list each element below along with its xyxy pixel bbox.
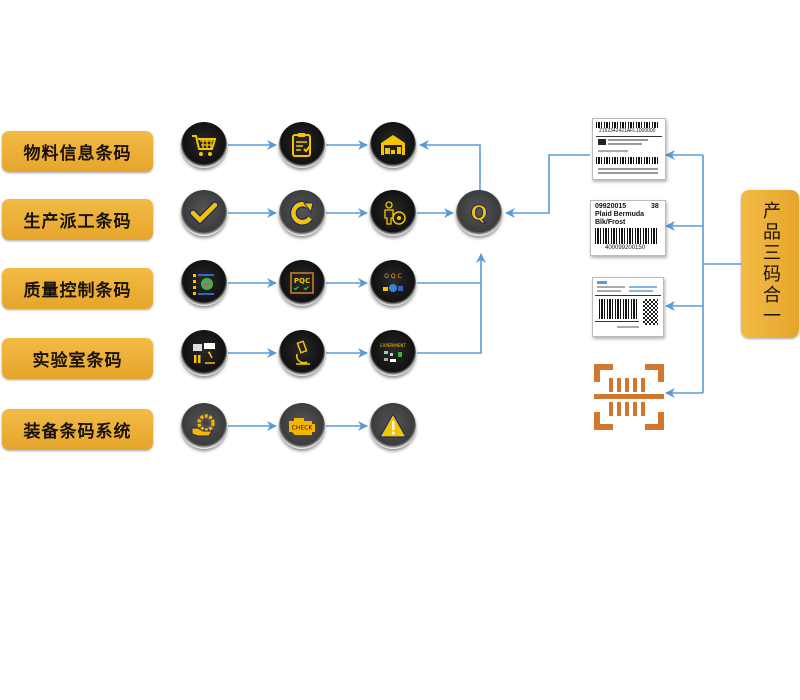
product-label-1[interactable]: 2152342421AFL1000000: [592, 118, 666, 180]
product-three-code-button[interactable]: 产品三码合一: [741, 190, 799, 338]
refresh-node[interactable]: [279, 190, 325, 236]
checklist-icon: [193, 274, 214, 295]
category-label: 物料信息条码: [23, 144, 132, 164]
refresh-icon: [289, 200, 314, 226]
divider: [595, 295, 661, 296]
barcode-scan-icon[interactable]: [594, 362, 664, 432]
brand-logo: [598, 139, 606, 145]
microscope-node[interactable]: [279, 330, 325, 376]
category-button-equipment[interactable]: 装备条码系统: [2, 409, 153, 450]
product-label-3[interactable]: [592, 277, 664, 337]
clipboard-check-icon: [292, 133, 311, 157]
warehouse-icon: [381, 135, 405, 155]
text-line: [608, 139, 648, 141]
label2-size: 38: [651, 203, 659, 210]
quality-q-icon: Q: [470, 201, 488, 226]
barcode: [596, 157, 660, 164]
label2-barcode-number: 400099200150: [605, 245, 646, 251]
check-engine-icon: CHECK: [289, 418, 315, 435]
category-label: 质量控制条码: [23, 281, 132, 301]
clipboard-node[interactable]: [279, 122, 325, 168]
label1-code: 2152342421AFL1000000: [599, 128, 656, 134]
svg-text:Q: Q: [470, 201, 487, 225]
qr-code: [643, 299, 658, 325]
microscope-icon: [295, 340, 310, 365]
worker-node[interactable]: [370, 190, 416, 236]
oqc-icon: O Q C: [383, 273, 403, 292]
svg-text:EXPERIMENT: EXPERIMENT: [380, 343, 406, 348]
category-button-material[interactable]: 物料信息条码: [2, 131, 153, 172]
text-line: [629, 286, 657, 288]
text-line: [608, 143, 642, 145]
text-line: [598, 168, 658, 170]
category-button-quality[interactable]: 质量控制条码: [2, 268, 153, 309]
shopping-cart-icon: [192, 135, 217, 156]
text-line: [629, 290, 653, 292]
gear-hand-icon: [191, 414, 215, 437]
arrow-r4-to-hub: [417, 253, 486, 354]
category-label: 生产派工条码: [23, 212, 132, 232]
pqc-node[interactable]: PQC: [279, 260, 325, 306]
quality-hub-node[interactable]: Q: [456, 190, 502, 236]
barcode: [599, 299, 639, 319]
svg-text:CHECK: CHECK: [292, 425, 314, 432]
svg-text:PQC: PQC: [294, 277, 310, 285]
check-engine-node[interactable]: CHECK: [279, 403, 325, 449]
category-button-production[interactable]: 生产派工条码: [2, 199, 153, 240]
product-label-2[interactable]: 09920015 38 Plaid Bermuda Blk/Frost 4000…: [590, 200, 666, 256]
arrow-labels-to-hub: [505, 154, 590, 218]
text-line: [617, 326, 639, 328]
category-button-lab[interactable]: 实验室条码: [2, 338, 153, 379]
divider: [595, 321, 639, 322]
text-line: [598, 172, 658, 174]
arrow-hub-to-warehouse: [419, 140, 481, 190]
shopping-cart-node[interactable]: [181, 122, 227, 168]
carrier-logo: [597, 281, 607, 284]
experiment-icon: EXPERIMENT: [380, 343, 406, 362]
lab-tools-node[interactable]: [181, 330, 227, 376]
label2-name: Plaid Bermuda: [595, 211, 645, 218]
lab-tools-icon: [193, 343, 215, 364]
label2-color: Blk/Frost: [595, 219, 626, 226]
barcode: [596, 122, 660, 128]
barcode: [595, 228, 659, 244]
pqc-icon: PQC: [290, 272, 314, 294]
oqc-node[interactable]: O Q C: [370, 260, 416, 306]
product-three-code-label: 产品三码合一: [760, 201, 781, 327]
divider: [596, 136, 662, 137]
text-line: [597, 286, 625, 288]
experiment-node[interactable]: EXPERIMENT: [370, 330, 416, 376]
category-label: 装备条码系统: [23, 422, 132, 442]
gear-hand-node[interactable]: [181, 403, 227, 449]
text-line: [598, 150, 628, 152]
checkmark-icon: [189, 201, 219, 225]
checkmark-node[interactable]: [181, 190, 227, 236]
label2-code: 09920015: [595, 203, 627, 210]
warning-icon: [379, 413, 407, 438]
worker-wheel-icon: [384, 201, 406, 225]
checklist-node[interactable]: [181, 260, 227, 306]
text-line: [597, 290, 621, 292]
warning-node[interactable]: [370, 403, 416, 449]
svg-text:O Q C: O Q C: [384, 273, 401, 280]
warehouse-node[interactable]: [370, 122, 416, 168]
category-label: 实验室条码: [32, 351, 123, 371]
